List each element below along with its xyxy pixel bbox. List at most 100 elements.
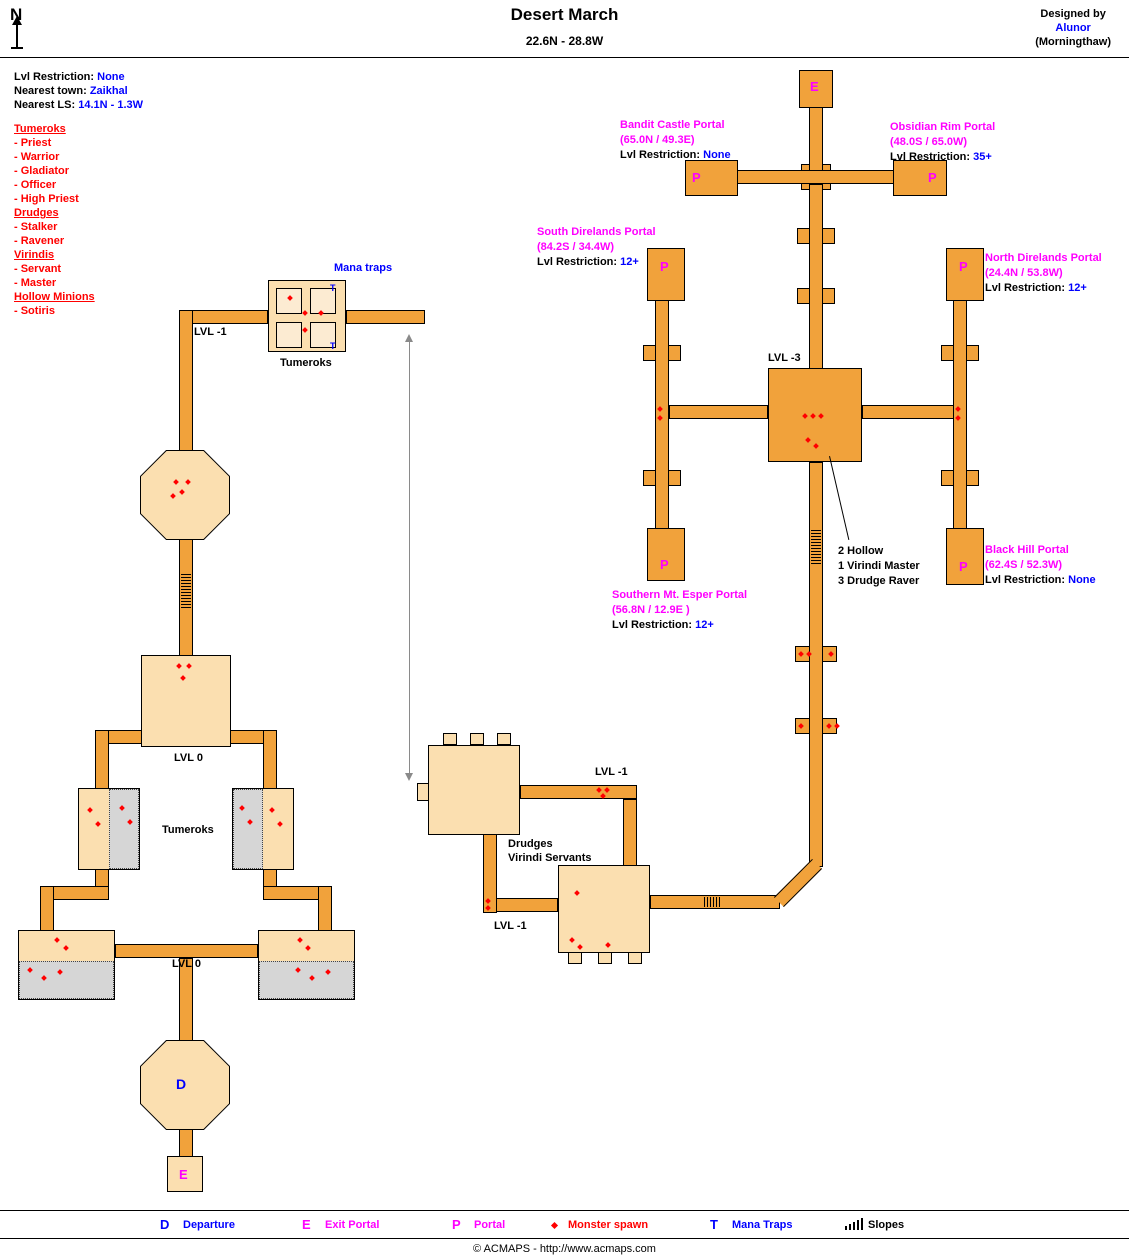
- portal-label-south-direlands: South Direlands Portal (84.2S / 34.4W) L…: [537, 225, 656, 270]
- page-coords: 22.6N - 28.8W: [525, 34, 604, 48]
- tumeroks-label: Tumeroks: [280, 357, 332, 369]
- slope-area: [233, 789, 263, 869]
- nearest-ls-value: 14.1N - 1.3W: [78, 99, 144, 111]
- lvl-label: LVL -1: [595, 766, 628, 778]
- legend-portal-label: Portal: [474, 1219, 506, 1231]
- monster-group-name: Hollow Minions: [14, 291, 95, 303]
- arrow-up-icon: [405, 334, 413, 342]
- tumeroks-label: Tumeroks: [162, 824, 214, 836]
- slope-hatch: [704, 897, 720, 907]
- portal-name: Southern Mt. Esper Portal: [612, 589, 748, 601]
- restriction-value: 12+: [1068, 282, 1087, 294]
- portal-name: Black Hill Portal: [985, 544, 1069, 556]
- restriction-value: 12+: [695, 619, 714, 631]
- monster-item: - Stalker: [14, 221, 58, 233]
- legend-slopes-icon: [845, 1218, 863, 1230]
- slope-area: [19, 961, 114, 999]
- corridor: [346, 310, 425, 324]
- footer-copyright: © ACMAPS - http://www.acmaps.com: [473, 1243, 656, 1255]
- portal-marker: P: [692, 170, 701, 185]
- slope-area: [259, 961, 354, 999]
- nearest-ls-line: Nearest LS: 14.1N - 1.3W: [14, 98, 143, 112]
- restriction-label: Lvl Restriction:: [985, 574, 1066, 586]
- portal-name: Obsidian Rim Portal: [890, 121, 996, 133]
- legend-departure-symbol: D: [160, 1217, 170, 1232]
- annotation-line: 3 Drudge Raver: [838, 575, 920, 587]
- portal-coords: (56.8N / 12.9E ): [612, 604, 690, 616]
- corridor: [179, 958, 193, 1042]
- slope-area: [109, 789, 139, 869]
- portal-restriction: Lvl Restriction: 12+: [537, 255, 656, 270]
- monster-item: - Ravener: [14, 235, 65, 247]
- designer-name: Alunor: [1055, 22, 1091, 34]
- portal-label-north-direlands: North Direlands Portal (24.4N / 53.8W) L…: [985, 251, 1102, 296]
- designed-by-label: Designed by: [1040, 8, 1106, 20]
- portal-marker: P: [928, 170, 937, 185]
- restriction-value: None: [703, 149, 731, 161]
- portal-room-south-direlands: [647, 248, 685, 301]
- restriction-label: Lvl Restriction:: [537, 256, 618, 268]
- monster-item: - Master: [14, 277, 57, 289]
- corridor: [809, 184, 823, 370]
- arrow-down-icon: [405, 773, 413, 781]
- room-octagon-upper: [140, 450, 230, 540]
- corridor: [655, 300, 669, 540]
- monster-item: - Gladiator: [14, 165, 70, 177]
- monster-list: Tumeroks - Priest - Warrior - Gladiator …: [14, 122, 95, 318]
- portal-room-bandit-castle: [685, 160, 738, 196]
- corridor: [95, 730, 109, 792]
- virindi-servants-label: Virindi Servants: [508, 852, 592, 864]
- mana-traps-label: Mana traps: [334, 262, 393, 274]
- page-title: Desert March: [510, 5, 619, 24]
- lvl-label: LVL 0: [172, 958, 201, 970]
- annotation-line: 2 Hollow: [838, 545, 884, 557]
- corridor-diagonal: [773, 858, 823, 908]
- exit-marker: E: [810, 79, 819, 94]
- exit-marker: E: [179, 1167, 188, 1182]
- portal-room-black-hill: [946, 528, 984, 585]
- nearest-ls-label: Nearest LS:: [14, 99, 76, 111]
- portal-label-southern-mt-esper: Southern Mt. Esper Portal (56.8N / 12.9E…: [612, 588, 747, 633]
- room-lvl-0: [141, 655, 231, 747]
- portal-restriction: Lvl Restriction: 35+: [890, 150, 995, 165]
- portal-name: North Direlands Portal: [985, 252, 1102, 264]
- room-tooth: [598, 952, 612, 964]
- corridor: [862, 405, 960, 419]
- restriction-label: Lvl Restriction:: [612, 619, 693, 631]
- portal-name: South Direlands Portal: [537, 226, 656, 238]
- corridor: [179, 1128, 193, 1158]
- monster-item: - Servant: [14, 263, 62, 275]
- room-drudge-upper: [428, 745, 520, 835]
- portal-marker: P: [959, 559, 968, 574]
- room-notch: [417, 783, 429, 801]
- mana-trap-marker: T: [330, 341, 336, 351]
- portal-label-bandit-castle: Bandit Castle Portal (65.0N / 49.3E) Lvl…: [620, 118, 731, 163]
- lvl-restriction-line: Lvl Restriction: None: [14, 70, 143, 84]
- room-departure: [140, 1040, 230, 1130]
- legend-trap-symbol: T: [710, 1217, 718, 1232]
- corridor: [318, 886, 332, 932]
- room-tooth: [470, 733, 484, 745]
- corridor: [669, 405, 768, 419]
- lvl-restriction-label: Lvl Restriction:: [14, 71, 95, 83]
- room-tooth: [497, 733, 511, 745]
- legend-spawn-label: Monster spawn: [568, 1219, 649, 1231]
- designer-world: (Morningthaw): [1035, 36, 1111, 48]
- portal-label-black-hill: Black Hill Portal (62.4S / 52.3W) Lvl Re…: [985, 543, 1096, 588]
- portal-room-obsidian-rim: [893, 160, 947, 196]
- corridor: [490, 898, 558, 912]
- annotation-pointer-line: [829, 456, 850, 541]
- annotation-line: 1 Virindi Master: [838, 560, 920, 572]
- monster-group-name: Drudges: [14, 207, 59, 219]
- lvl-label: LVL -1: [494, 920, 527, 932]
- monster-item: - Officer: [14, 179, 57, 191]
- corridor: [40, 886, 54, 932]
- portal-room-north-direlands: [946, 248, 984, 301]
- mana-trap-marker: T: [330, 283, 336, 293]
- corridor: [809, 462, 823, 867]
- legend-divider-top: [0, 1210, 1129, 1211]
- corridor: [953, 300, 967, 540]
- nearest-town-value: Zaikhal: [89, 85, 128, 97]
- mana-trap-cell: [276, 322, 302, 348]
- legend-exit-label: Exit Portal: [325, 1219, 380, 1231]
